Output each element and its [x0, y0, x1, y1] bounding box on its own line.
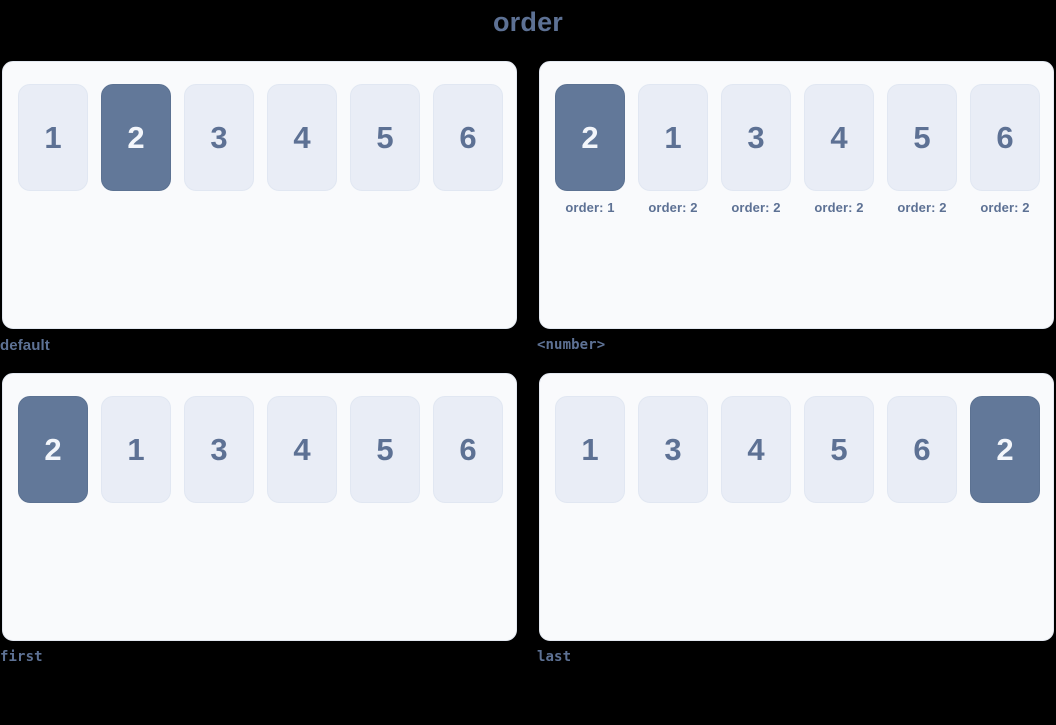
flex-item-box[interactable]: 3 [184, 396, 254, 503]
flex-item-box[interactable]: 3 [184, 84, 254, 191]
flex-item: 1 [18, 84, 88, 191]
flex-item-box[interactable]: 5 [887, 84, 957, 191]
flex-item: 4 order: 2 [804, 84, 874, 215]
order-value-label: order: 2 [648, 200, 698, 215]
flex-item: 2 [101, 84, 171, 191]
flex-item-box[interactable]: 1 [555, 396, 625, 503]
flex-item-box[interactable]: 6 [887, 396, 957, 503]
order-value-label: order: 2 [814, 200, 864, 215]
flex-item: 5 [804, 396, 874, 503]
flex-item-box[interactable]: 1 [18, 84, 88, 191]
flex-item-box[interactable]: 3 [721, 84, 791, 191]
panel-caption: default [0, 337, 50, 354]
order-value-label: order: 2 [731, 200, 781, 215]
demo-cell-number: 2 order: 1 1 order: 2 3 order: 2 4 order: 2 5 ord… [537, 61, 1054, 353]
order-value-label: order: 2 [897, 200, 947, 215]
flex-item: 2 [18, 396, 88, 503]
flex-item-box[interactable]: 6 [970, 84, 1040, 191]
page-title: order [492, 7, 564, 37]
flex-item: 5 [350, 396, 420, 503]
flex-item-box[interactable]: 4 [721, 396, 791, 503]
flex-item-box[interactable]: 4 [267, 84, 337, 191]
flex-item: 3 [184, 396, 254, 503]
flex-item: 4 [267, 84, 337, 191]
flex-item-box[interactable]: 3 [638, 396, 708, 503]
flex-item-box-highlighted[interactable]: 2 [101, 84, 171, 191]
flex-item: 6 order: 2 [970, 84, 1040, 215]
flex-item: 5 [350, 84, 420, 191]
flex-item: 1 [555, 396, 625, 503]
flex-item-box[interactable]: 6 [433, 396, 503, 503]
flex-item: 6 [433, 84, 503, 191]
flex-item: 6 [887, 396, 957, 503]
flex-item-box-highlighted[interactable]: 2 [555, 84, 625, 191]
flex-item: 4 [267, 396, 337, 503]
flex-item-box[interactable]: 6 [433, 84, 503, 191]
order-value-label: order: 1 [565, 200, 615, 215]
panel-caption: <number> [537, 337, 606, 353]
order-value-label: order: 2 [980, 200, 1030, 215]
panel-caption: first [0, 649, 43, 665]
flex-item: 3 [638, 396, 708, 503]
flex-item-box-highlighted[interactable]: 2 [970, 396, 1040, 503]
flex-item-box-highlighted[interactable]: 2 [18, 396, 88, 503]
flex-item: 2 order: 1 [555, 84, 625, 215]
flex-item: 3 order: 2 [721, 84, 791, 215]
flex-item-box[interactable]: 1 [638, 84, 708, 191]
panel-caption: last [537, 649, 572, 665]
flex-item-box[interactable]: 4 [267, 396, 337, 503]
flex-item-box[interactable]: 5 [350, 396, 420, 503]
flex-item: 1 [101, 396, 171, 503]
flex-item: 2 [970, 396, 1040, 503]
flex-item: 5 order: 2 [887, 84, 957, 215]
flex-item-box[interactable]: 4 [804, 84, 874, 191]
flex-item-box[interactable]: 5 [804, 396, 874, 503]
flex-item: 4 [721, 396, 791, 503]
flex-item-box[interactable]: 5 [350, 84, 420, 191]
flex-item: 6 [433, 396, 503, 503]
flex-container: 2 order: 1 1 order: 2 3 order: 2 4 order: 2 5 ord… [539, 61, 1054, 329]
flex-item-box[interactable]: 1 [101, 396, 171, 503]
flex-item: 3 [184, 84, 254, 191]
flex-item: 1 order: 2 [638, 84, 708, 215]
